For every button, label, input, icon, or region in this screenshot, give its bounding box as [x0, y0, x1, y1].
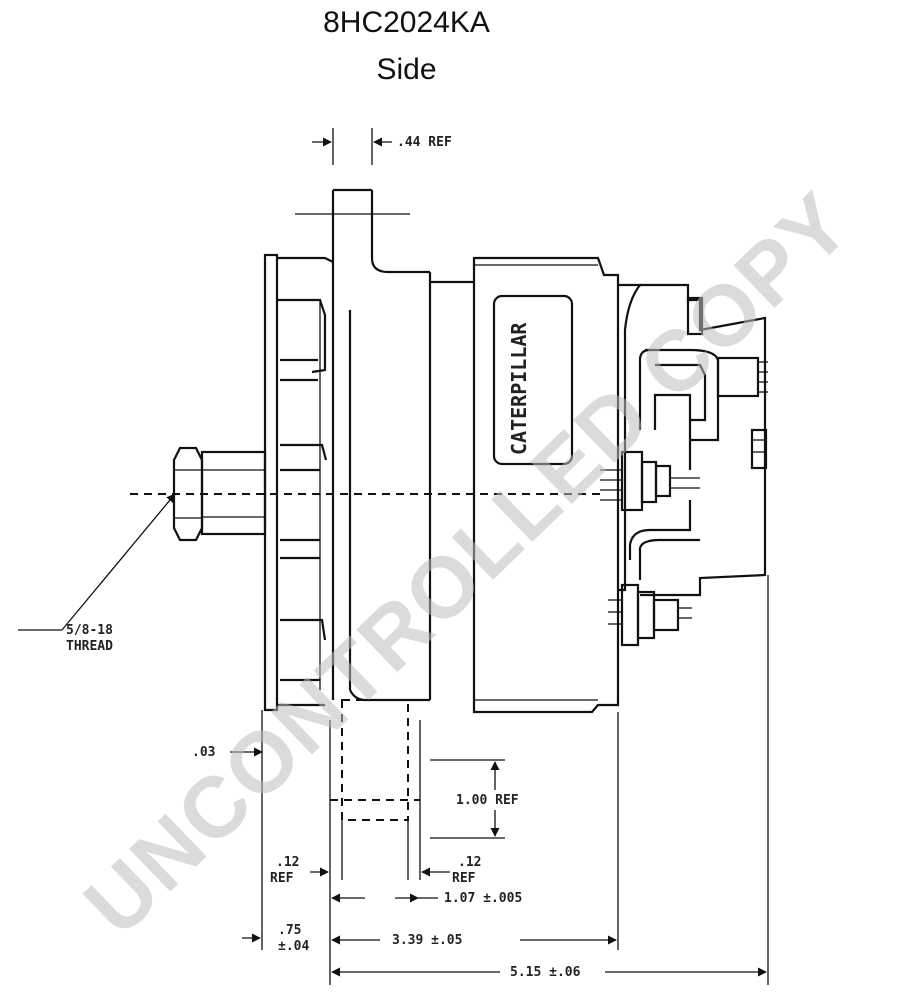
height-ref-dimension: 1.00 REF — [430, 759, 519, 839]
model-title: 8HC2024KA — [323, 6, 490, 39]
left-ref-label-text: REF — [270, 871, 294, 886]
thread-callout: 5/8-18 THREAD — [18, 493, 176, 654]
badge-text: CATERPILLAR — [507, 322, 531, 455]
right-ref-value-text: .12 — [458, 855, 481, 870]
small-offset-text: .03 — [192, 745, 215, 760]
top-ref-text: .44 REF — [397, 135, 452, 150]
right-ref-label-text: REF — [452, 871, 476, 886]
overall-length-dimension: 5.15 ±.06 — [329, 575, 769, 985]
offset-dimension: .75 ±.04 — [242, 923, 309, 954]
mounting-foot — [329, 699, 421, 880]
ground-terminal-stud — [608, 583, 692, 647]
view-title: Side — [376, 53, 437, 86]
output-terminal-stud — [600, 450, 700, 512]
mounting-ear — [295, 188, 430, 274]
clearance-ref-dimensions: .12 REF .12 REF — [270, 855, 481, 886]
stator-body — [430, 256, 620, 714]
height-ref-text: 1.00 REF — [456, 793, 519, 808]
offset-tol-text: ±.04 — [278, 939, 309, 954]
rear-housing — [618, 283, 768, 597]
mount-width-dimension: 1.07 ±.005 — [331, 891, 522, 906]
thread-label-text: THREAD — [66, 639, 113, 654]
body-length-dimension: 3.39 ±.05 — [331, 712, 619, 950]
body-length-text: 3.39 ±.05 — [392, 933, 462, 948]
small-offset-dimension: .03 — [192, 710, 263, 950]
left-ref-value-text: .12 — [276, 855, 299, 870]
uncontrolled-copy-watermark: UNCONTROLLED COPY — [67, 174, 870, 954]
overall-length-text: 5.15 ±.06 — [510, 965, 581, 980]
top-ref-dimension: .44 REF — [312, 128, 452, 165]
thread-size-text: 5/8-18 — [66, 623, 113, 638]
mount-width-text: 1.07 ±.005 — [444, 891, 522, 906]
caterpillar-badge: CATERPILLAR — [492, 294, 574, 466]
front-housing — [331, 215, 432, 702]
offset-value-text: .75 — [278, 923, 301, 938]
